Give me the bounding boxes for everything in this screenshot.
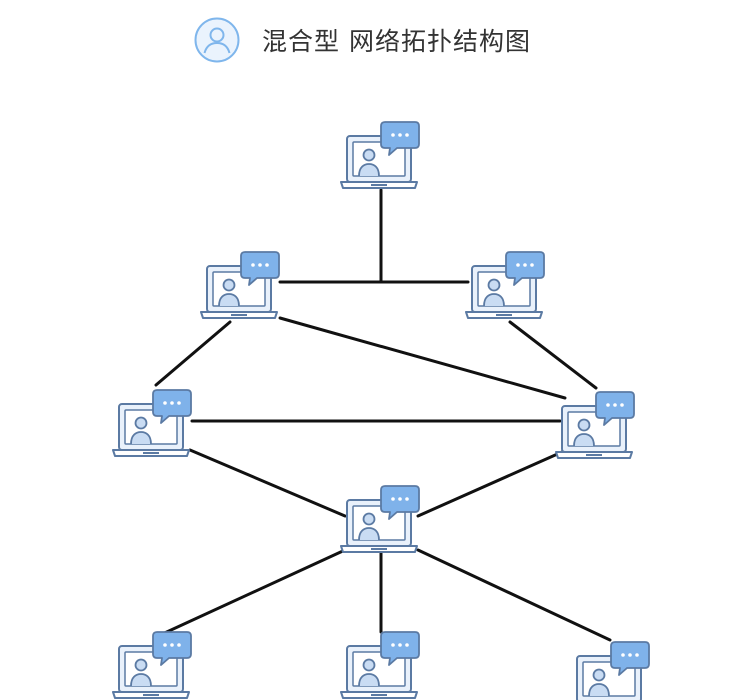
laptop-chat-icon xyxy=(576,641,650,700)
edge-n4-n6 xyxy=(188,448,347,518)
network-nodes xyxy=(112,121,650,700)
edge-n2-n4 xyxy=(154,320,232,387)
laptop-chat-icon xyxy=(112,389,192,457)
edge-n2-n5 xyxy=(278,316,567,400)
laptop-chat-icon xyxy=(555,391,635,459)
laptop-chat-icon xyxy=(112,631,192,699)
header: 混合型 网络拓扑结构图 xyxy=(0,0,733,80)
laptop-chat-icon xyxy=(340,121,420,189)
edge-n3-n5 xyxy=(508,320,598,390)
edge-n5-n6 xyxy=(416,450,564,518)
user-avatar-icon xyxy=(194,17,240,63)
edge-n6-n9 xyxy=(416,548,612,642)
connection-lines xyxy=(154,188,612,642)
laptop-chat-icon xyxy=(200,251,280,319)
edge-n6-n7 xyxy=(156,548,347,638)
laptop-chat-icon xyxy=(465,251,545,319)
laptop-chat-icon xyxy=(340,485,420,553)
page-title: 混合型 网络拓扑结构图 xyxy=(262,27,531,56)
laptop-chat-icon xyxy=(340,631,420,699)
